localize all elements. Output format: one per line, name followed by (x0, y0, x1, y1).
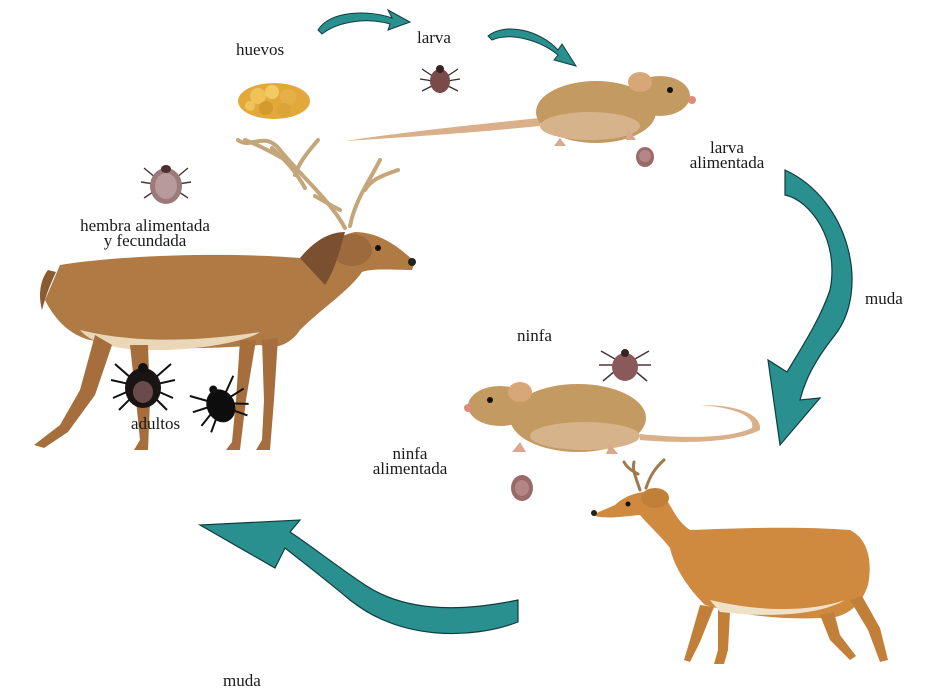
label-adultos: adultos (131, 416, 180, 431)
label-hembra-line2: y fecundada (48, 233, 242, 248)
label-ninfa-alimentada: ninfa alimentada (355, 446, 465, 476)
tick-icon (511, 475, 533, 501)
label-muda-bottom: muda (223, 673, 261, 688)
mouse-illustration (464, 382, 760, 454)
mouse-illustration (345, 72, 696, 146)
tick-icon (636, 147, 654, 167)
label-ninfa: ninfa (517, 328, 552, 343)
cycle-arrow-icon (488, 29, 576, 66)
eggs-icon (238, 83, 310, 119)
label-ninfa-alimentada-line2: alimentada (355, 461, 465, 476)
cycle-arrow-icon (768, 170, 852, 445)
label-larva: larva (417, 30, 451, 45)
tick-icon (599, 349, 651, 381)
cycle-arrow-icon (318, 10, 410, 34)
label-larva-alimentada-line2: alimentada (672, 155, 782, 170)
label-huevos: huevos (236, 42, 284, 57)
tick-icon (111, 363, 175, 410)
roe-deer-illustration (591, 460, 888, 664)
tick-icon (420, 65, 460, 93)
label-muda-right: muda (865, 291, 903, 306)
label-hembra: hembra alimentada y fecundada (48, 218, 242, 248)
tick-icon (141, 165, 191, 204)
label-larva-alimentada: larva alimentada (672, 140, 782, 170)
cycle-arrow-icon (200, 520, 518, 634)
